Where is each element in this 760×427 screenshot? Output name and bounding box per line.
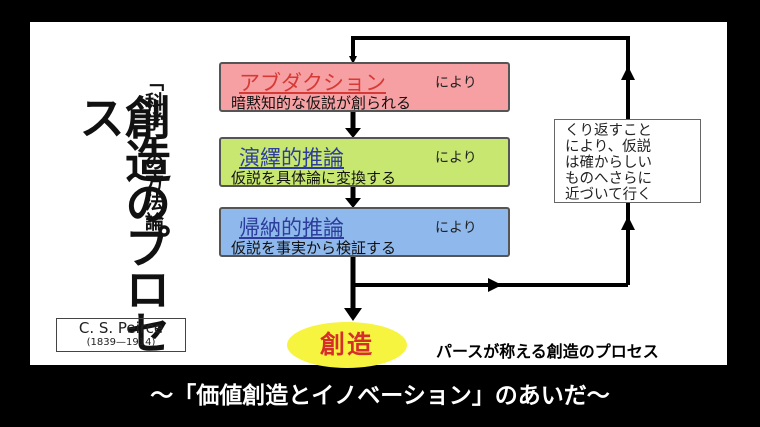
author-box: C. S. Peirce (1839—1914)	[56, 318, 186, 352]
step-deduction-text: 仮説を具体論に変換する	[231, 169, 397, 187]
loop-note-line: により、仮説	[565, 139, 652, 155]
diagram-title: 創造のプロセス	[72, 94, 172, 352]
step-deduction-suffix: により	[435, 150, 477, 166]
diagram-subtitle: 「科学」の方法論	[142, 72, 164, 232]
result-ellipse: 創造	[287, 322, 407, 368]
loop-note-line: 近づいて行く	[565, 187, 652, 203]
loop-arrowhead-right	[488, 278, 502, 292]
loop-note-line: くり返すこと	[565, 123, 652, 139]
loop-arrowhead-up-2	[621, 216, 635, 230]
step-induction-text: 仮説を事実から検証する	[231, 239, 397, 257]
step-abduction-heading: アブダクション	[239, 71, 386, 95]
author-name: C. S. Peirce	[78, 319, 164, 337]
diagram-caption: パースが称える創造のプロセス	[436, 342, 659, 361]
loop-note-line: は確からしい	[565, 155, 652, 171]
step-induction-box: 帰納的推論 により 仮説を事実から検証する	[219, 207, 510, 257]
loop-note-line: ものへさらに	[565, 171, 652, 187]
result-label: 創造	[319, 330, 374, 359]
loop-note-box: くり返すこと により、仮説 は確からしい ものへさらに 近づいて行く	[554, 119, 701, 203]
step-abduction-text: 暗黙知的な仮説が創られる	[231, 94, 412, 112]
step-abduction-box: アブダクション により 暗黙知的な仮説が創られる	[219, 62, 510, 112]
step-deduction-heading: 演繹的推論	[239, 146, 344, 170]
step-induction-heading: 帰納的推論	[239, 216, 344, 240]
step-abduction-suffix: により	[435, 75, 477, 91]
step-deduction-box: 演繹的推論 により 仮説を具体論に変換する	[219, 137, 510, 187]
step-induction-suffix: により	[435, 220, 477, 236]
diagram-panel: 「科学」の方法論 創造のプロセス C. S. Peirce (1839—1914…	[30, 22, 727, 368]
author-years: (1839—1914)	[86, 337, 156, 348]
footer-title: ～「価値創造とイノベーション」のあいだ～	[150, 382, 610, 409]
loop-arrowhead-up-1	[621, 66, 635, 80]
